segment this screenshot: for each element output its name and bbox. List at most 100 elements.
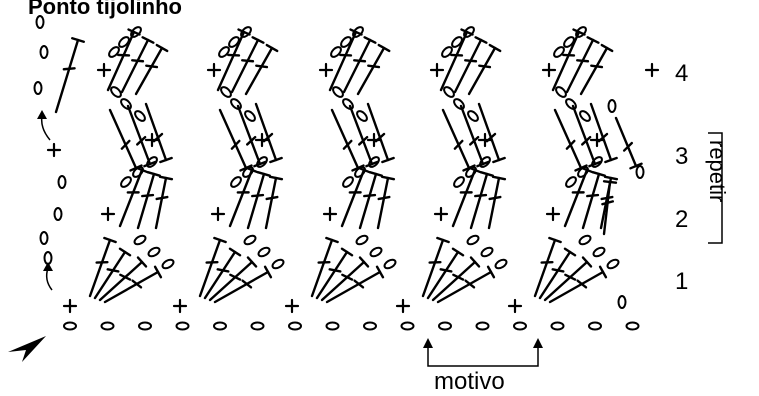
single-crochet (318, 62, 334, 78)
double-crochet-bar (375, 265, 385, 279)
double-crochet-slash (464, 59, 478, 63)
chain-stitch (441, 46, 453, 58)
double-crochet-bar (349, 28, 363, 36)
double-crochet-slash (363, 193, 377, 198)
double-crochet-bar (358, 256, 370, 268)
single-crochet (96, 62, 112, 78)
double-crochet-slash (62, 67, 76, 71)
double-crochet-slash (439, 268, 453, 273)
double-crochet-slash (229, 273, 242, 281)
double-crochet-bar (213, 236, 227, 244)
chain-stitch (480, 246, 494, 258)
chain-stitch (342, 98, 354, 110)
double-crochet-bar (474, 36, 488, 44)
double-crochet (356, 46, 386, 96)
double-crochet-bar (118, 247, 132, 257)
double-crochet (254, 102, 278, 162)
double-crochet-bar (136, 256, 148, 268)
double-crochet-bar (486, 265, 496, 279)
double-crochet-bar (369, 171, 383, 177)
double-crochet-slash (241, 279, 253, 289)
double-crochet-slash (353, 279, 365, 289)
single-crochet (284, 298, 300, 314)
chain-stitch (53, 207, 63, 221)
double-crochet-bar (158, 175, 174, 181)
double-crochet (342, 38, 372, 94)
double-crochet-bar (602, 180, 618, 184)
turn-arrow-head-icon (43, 262, 53, 271)
double-crochet-bar (71, 37, 85, 43)
chain-stitch (467, 110, 479, 122)
double-crochet (467, 46, 497, 96)
double-crochet-bar (147, 171, 161, 177)
chain-stitch (244, 110, 256, 122)
double-crochet-bar (365, 160, 379, 168)
single-crochet (172, 298, 188, 314)
double-crochet (538, 250, 572, 300)
double-crochet-bar (462, 164, 476, 172)
double-crochet (436, 270, 493, 304)
double-crochet (533, 238, 557, 298)
chain-stitch (120, 98, 132, 110)
double-crochet-bar (363, 36, 377, 44)
chain-stitch (63, 321, 77, 331)
double-crochet (340, 168, 366, 228)
double-crochet-slash (262, 132, 274, 143)
motif-label: motivo (434, 368, 505, 395)
double-crochet (581, 172, 601, 230)
single-crochet (206, 62, 222, 78)
chain-stitch (453, 98, 465, 110)
chain-stitch (513, 321, 527, 331)
double-crochet-slash (119, 273, 132, 281)
turn-arrow-icon (40, 115, 51, 141)
double-crochet-slash (478, 64, 492, 69)
chain-stitch (340, 36, 352, 48)
double-crochet-bar (325, 236, 339, 244)
double-crochet-slash (230, 139, 241, 150)
double-crochet-slash (597, 132, 609, 143)
double-crochet-slash (216, 268, 230, 273)
double-crochet (310, 238, 334, 298)
chain-stitch (563, 36, 575, 48)
chain-stitch (588, 321, 602, 331)
double-crochet (198, 238, 222, 298)
double-crochet (216, 30, 246, 92)
double-crochet (126, 104, 152, 166)
double-crochet (543, 260, 589, 302)
double-crochet (487, 176, 501, 230)
double-crochet-slash (353, 59, 367, 63)
double-crochet-bar (592, 171, 606, 177)
chain-stitch (383, 258, 397, 270)
double-crochet (106, 30, 136, 92)
double-crochet (118, 168, 144, 228)
chain-stitch (161, 258, 175, 270)
double-crochet-bar (469, 256, 481, 268)
single-crochet (541, 62, 557, 78)
single-crochet (46, 142, 62, 158)
row-number: 3 (675, 143, 689, 170)
double-crochet (218, 108, 248, 170)
double-crochet-bar (127, 28, 141, 36)
single-crochet (545, 206, 561, 222)
repeat-bracket (708, 132, 723, 244)
chain-stitch (369, 246, 383, 258)
chain-stitch (453, 176, 465, 188)
double-crochet (230, 38, 260, 94)
chain-stitch (607, 99, 617, 113)
double-crochet (614, 116, 638, 168)
double-crochet-bar (574, 164, 588, 172)
chain-stitch (220, 86, 232, 98)
double-crochet (579, 46, 609, 96)
chain-stitch (271, 258, 285, 270)
chain-stitch (134, 110, 146, 122)
double-crochet-slash (469, 135, 480, 146)
double-crochet-slash (374, 132, 386, 143)
chain-stitch (230, 98, 242, 110)
double-crochet (441, 108, 471, 170)
chain-stitch (463, 26, 475, 38)
double-crochet-bar (629, 162, 643, 170)
double-crochet-slash (581, 135, 592, 146)
double-crochet-slash (452, 273, 465, 281)
turn-arrow-head-icon (37, 110, 47, 119)
double-crochet-bar (141, 36, 155, 44)
